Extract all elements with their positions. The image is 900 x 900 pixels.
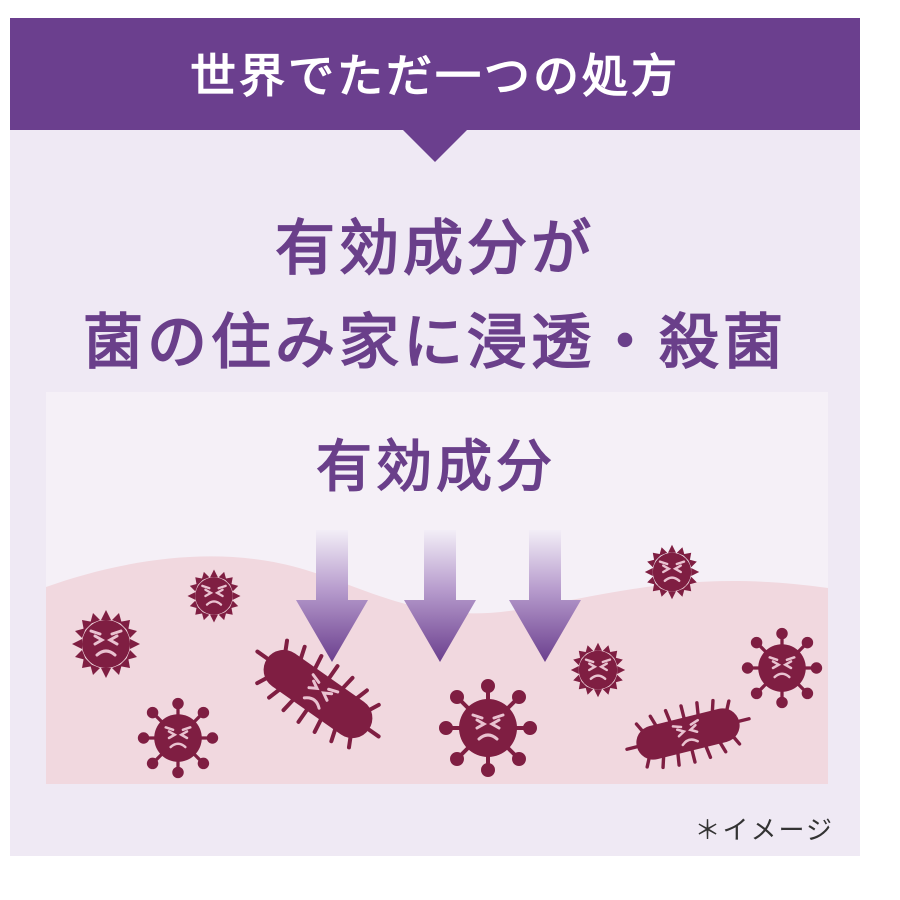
skin-layer bbox=[46, 556, 828, 784]
banner-title: 世界でただ一つの処方 bbox=[190, 49, 680, 103]
image-note: ＊イメージ bbox=[694, 816, 834, 846]
penetration-illustration: 有効成分 bbox=[46, 392, 828, 784]
down-arrow-icon bbox=[509, 530, 581, 662]
down-arrow-icon bbox=[296, 530, 368, 662]
promo-panel: 世界でただ一つの処方 有効成分が 菌の住み家に浸透・殺菌 bbox=[10, 18, 860, 856]
virus-germ-icon bbox=[439, 679, 537, 777]
virus-germ-icon bbox=[137, 697, 219, 779]
spiky-germ-icon bbox=[187, 569, 241, 623]
ingredient-label: 有効成分 bbox=[316, 435, 556, 500]
virus-germ-icon bbox=[741, 627, 823, 709]
title-banner: 世界でただ一つの処方 bbox=[10, 18, 860, 130]
spiky-germ-icon bbox=[72, 610, 140, 678]
penetration-arrows bbox=[296, 530, 581, 662]
illustration-canvas bbox=[46, 392, 828, 784]
spiky-germ-icon bbox=[570, 642, 626, 698]
down-arrow-icon bbox=[404, 530, 476, 662]
headline-line-2: 菌の住み家に浸透・殺菌 bbox=[83, 308, 787, 378]
headline-line-1: 有効成分が bbox=[275, 214, 595, 284]
spiky-germ-icon bbox=[644, 544, 700, 600]
banner-pointer bbox=[401, 128, 469, 162]
